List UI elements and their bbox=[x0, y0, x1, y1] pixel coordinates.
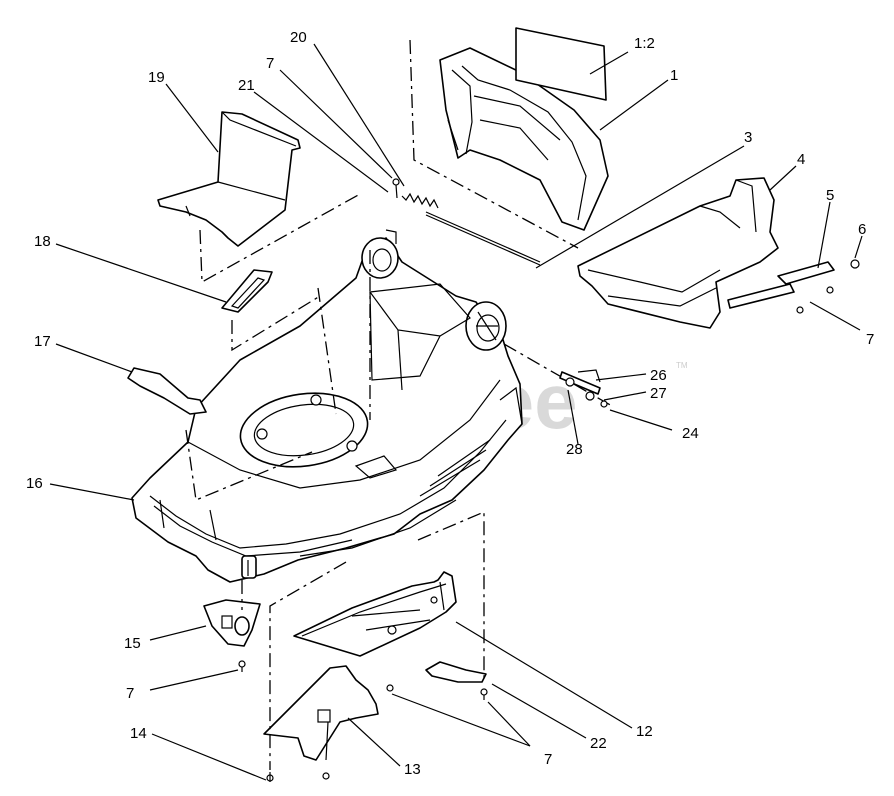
spring-part bbox=[385, 178, 439, 244]
callout-rear-deflector: 4 bbox=[797, 151, 805, 168]
callout-washer: 27 bbox=[650, 385, 667, 402]
callout-screw-bracket: 7 bbox=[126, 685, 134, 702]
callout-axle: 5 bbox=[826, 187, 834, 204]
callout-pin: 20 bbox=[290, 29, 307, 46]
watermark-tm: TM bbox=[676, 361, 688, 370]
callout-strap: 17 bbox=[34, 333, 51, 350]
baffle-part bbox=[157, 111, 301, 247]
shaft-assembly bbox=[503, 343, 613, 408]
mower-housing-part bbox=[131, 237, 523, 583]
callout-labels: 1:2 1 3 4 5 6 7 20 7 21 19 18 17 16 26 2… bbox=[26, 29, 874, 778]
rear-deflector-part bbox=[577, 177, 779, 329]
axle-part bbox=[727, 259, 860, 314]
callout-discharge-chute: 12 bbox=[636, 723, 653, 740]
callout-rear-door: 1 bbox=[670, 67, 678, 84]
callout-plate: 22 bbox=[590, 735, 607, 752]
callout-screw-right: 7 bbox=[866, 331, 874, 348]
callout-shaft: 24 bbox=[682, 425, 699, 442]
strap-part bbox=[127, 367, 207, 415]
callout-baffle: 19 bbox=[148, 69, 165, 86]
leader-lines bbox=[49, 43, 863, 781]
decal-part bbox=[515, 27, 607, 101]
callout-screw-top: 7 bbox=[266, 55, 274, 72]
callout-grommet: 18 bbox=[34, 233, 51, 250]
callout-bolt: 14 bbox=[130, 725, 147, 742]
callout-rod: 3 bbox=[744, 129, 752, 146]
plate-part bbox=[425, 661, 487, 683]
callout-screw-bottom: 7 bbox=[544, 751, 552, 768]
discharge-chute-part bbox=[293, 571, 457, 657]
callout-chute-deflector: 13 bbox=[404, 761, 421, 778]
callout-spring: 21 bbox=[238, 77, 255, 94]
chute-deflector-part bbox=[263, 665, 379, 761]
screws bbox=[238, 660, 488, 782]
callout-mower-housing: 16 bbox=[26, 475, 43, 492]
callout-bracket: 15 bbox=[124, 635, 141, 652]
grommet-part bbox=[221, 269, 273, 313]
callout-retainer: 6 bbox=[858, 221, 866, 238]
callout-bushing: 28 bbox=[566, 441, 583, 458]
callout-clip: 26 bbox=[650, 367, 667, 384]
bracket-part bbox=[203, 599, 261, 647]
rod-part bbox=[425, 211, 541, 266]
callout-decal: 1:2 bbox=[634, 35, 655, 52]
